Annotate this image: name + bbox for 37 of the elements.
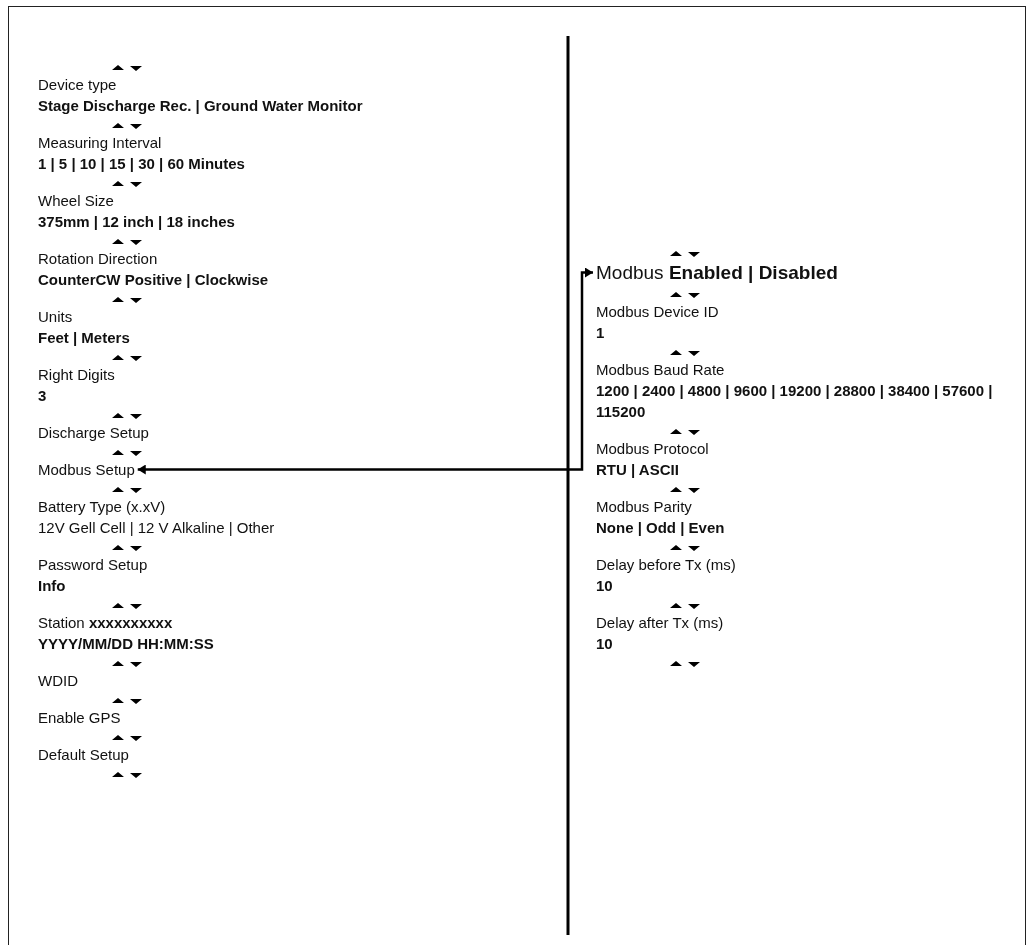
menu-item: Discharge Setup [38, 423, 149, 443]
menu-item: Modbus Device ID [596, 302, 719, 322]
menu-item: Modbus Setup [38, 459, 135, 480]
menu-item: Units [38, 307, 73, 327]
menu-item: Measuring Interval [38, 133, 162, 153]
menu-item: Device type [38, 75, 117, 95]
option-values: None | Odd | Even [596, 518, 725, 538]
menu-item: Wheel Size [38, 191, 114, 211]
menu-item: Password Setup [38, 555, 148, 575]
option-values: 10 [596, 576, 613, 596]
menu-item: Station xxxxxxxxxx [38, 613, 173, 633]
option-values: Info [38, 576, 66, 596]
menu-item: Modbus Baud Rate [596, 360, 725, 380]
menu-item: Delay before Tx (ms) [596, 555, 736, 575]
menu-item: Rotation Direction [38, 249, 158, 269]
arrow [137, 267, 593, 475]
option-values: Stage Discharge Rec. | Ground Water Monitor [38, 96, 363, 116]
menu-item: Battery Type (x.xV) [38, 497, 166, 517]
menu-item: WDID [38, 671, 78, 691]
option-values: Feet | Meters [38, 328, 130, 348]
option-values: 375mm | 12 inch | 18 inches [38, 212, 235, 232]
menu-item: Modbus Enabled | Disabled [596, 260, 838, 285]
menu-item: Enable GPS [38, 708, 121, 728]
option-values: YYYY/MM/DD HH:MM:SS [38, 634, 214, 654]
menu-item: Modbus Parity [596, 497, 692, 517]
option-values: 1 [596, 323, 605, 343]
menu-item: Modbus Protocol [596, 439, 709, 459]
option-values: 1200 | 2400 | 4800 | 9600 | 19200 | 28800 | 38400 | 57600 | 115200 [596, 381, 994, 422]
menu-item: Right Digits [38, 365, 115, 385]
option-values: CounterCW Positive | Clockwise [38, 270, 269, 290]
menu-item: Default Setup [38, 745, 129, 765]
menu-item: 12V Gell Cell | 12 V Alkaline | Other [38, 518, 275, 538]
option-values: 10 [596, 634, 613, 654]
option-values: RTU | ASCII [596, 460, 679, 480]
menu-item: Delay after Tx (ms) [596, 613, 724, 633]
option-values: 1 | 5 | 10 | 15 | 30 | 60 Minutes [38, 154, 245, 174]
option-values: 3 [38, 386, 47, 406]
